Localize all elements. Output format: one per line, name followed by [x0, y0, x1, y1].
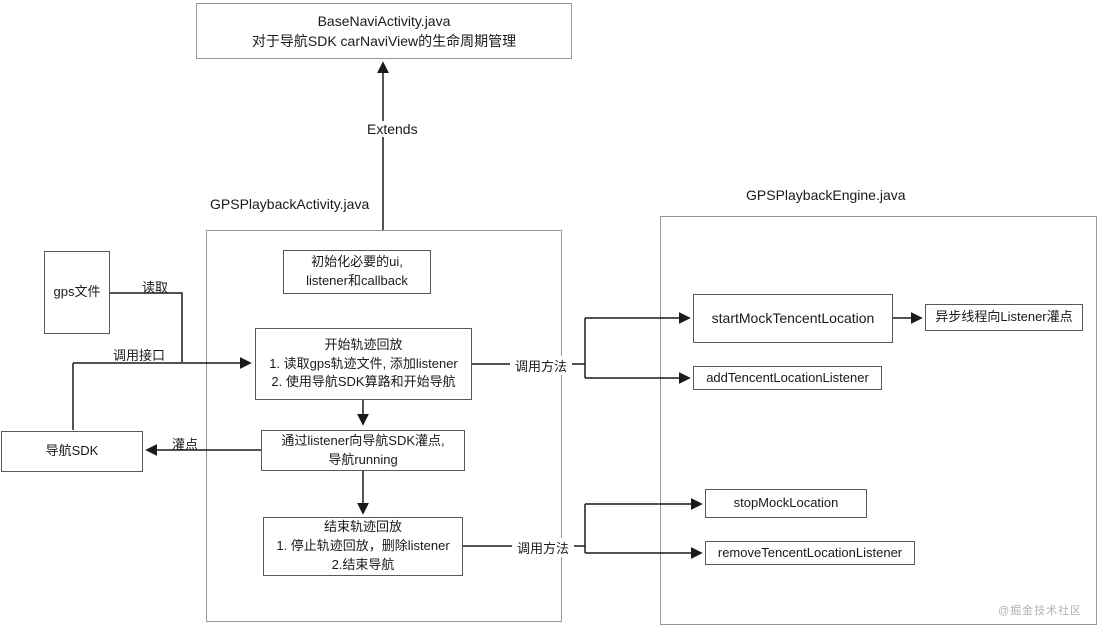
end-playback-line1: 结束轨迹回放 [323, 519, 402, 535]
nav-sdk-box: 导航SDK [1, 431, 143, 472]
start-mock-box: startMockTencentLocation [693, 294, 893, 343]
feed-box-line2: 导航running [328, 451, 398, 467]
start-playback-line3: 2. 使用导航SDK算路和开始导航 [271, 374, 456, 390]
gps-file-label: gps文件 [53, 284, 101, 300]
feed-edge-label: 灌点 [172, 437, 199, 452]
start-playback-box: 开始轨迹回放 1. 读取gps轨迹文件, 添加listener 2. 使用导航S… [255, 328, 472, 400]
base-navi-activity-title: BaseNaviActivity.java [317, 12, 451, 29]
init-box-line2: listener和callback [306, 273, 408, 288]
remove-listener-label: removeTencentLocationListener [717, 544, 903, 560]
init-box-line1: 初始化必要的ui, [311, 254, 403, 270]
async-feed-box: 异步线程向Listener灌点 [925, 304, 1083, 331]
call-interface-edge-label: 调用接口 [113, 348, 166, 363]
call-method-top-edge-label: 调用方法 [510, 356, 573, 375]
async-feed-label: 异步线程向Listener灌点 [935, 309, 1073, 325]
feed-box-line1: 通过listener向导航SDK灌点, [281, 432, 445, 448]
start-mock-label: startMockTencentLocation [711, 310, 875, 327]
end-playback-line3: 2.结束导航 [331, 556, 395, 572]
activity-section-title: GPSPlaybackActivity.java [210, 196, 370, 212]
end-playback-box: 结束轨迹回放 1. 停止轨迹回放，删除listener 2.结束导航 [263, 517, 463, 576]
read-edge-label: 读取 [142, 280, 169, 295]
stop-mock-label: stopMockLocation [733, 495, 839, 511]
call-method-bottom-edge-label: 调用方法 [512, 538, 575, 557]
nav-sdk-label: 导航SDK [45, 443, 99, 459]
base-navi-activity-subtitle: 对于导航SDK carNaviView的生命周期管理 [251, 33, 517, 49]
start-playback-line2: 1. 读取gps轨迹文件, 添加listener [269, 355, 458, 371]
read-line [110, 292, 183, 362]
watermark-text: @掘金技术社区 [998, 605, 1083, 617]
feed-box: 通过listener向导航SDK灌点, 导航running [261, 430, 465, 471]
start-playback-line1: 开始轨迹回放 [324, 336, 403, 352]
add-listener-box: addTencentLocationListener [693, 366, 882, 390]
gps-file-box: gps文件 [44, 251, 110, 334]
init-box: 初始化必要的ui, listener和callback [283, 250, 431, 294]
extends-edge-label: Extends [362, 121, 423, 137]
stop-mock-box: stopMockLocation [705, 489, 867, 518]
base-navi-activity-box: BaseNaviActivity.java 对于导航SDK carNaviVie… [196, 3, 572, 59]
remove-listener-box: removeTencentLocationListener [705, 541, 915, 565]
engine-section-title: GPSPlaybackEngine.java [746, 187, 906, 203]
add-listener-label: addTencentLocationListener [706, 369, 869, 385]
end-playback-line2: 1. 停止轨迹回放，删除listener [276, 538, 450, 554]
